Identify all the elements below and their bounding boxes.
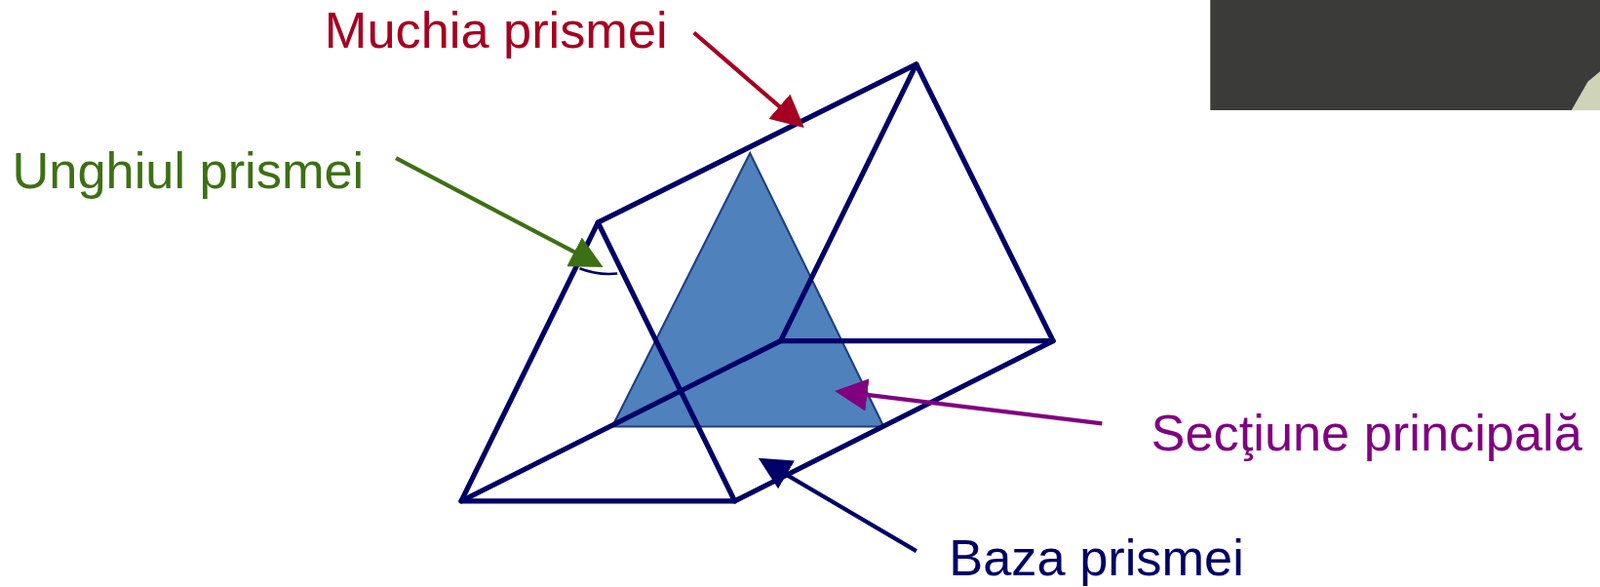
part-label: Secţiune principală	[1151, 407, 1583, 459]
leader-line	[842, 391, 1102, 424]
prism-outline	[461, 64, 1054, 502]
photo-fragment	[1209, 0, 1600, 111]
leader-line	[694, 32, 799, 122]
part-label: Muchia prismei	[324, 4, 668, 56]
part-label: Unghiul prismei	[12, 145, 365, 196]
angle-arc	[579, 268, 618, 274]
leader-line	[395, 157, 596, 264]
part-label: Baza prismei	[948, 532, 1244, 584]
leader-line	[765, 462, 917, 551]
